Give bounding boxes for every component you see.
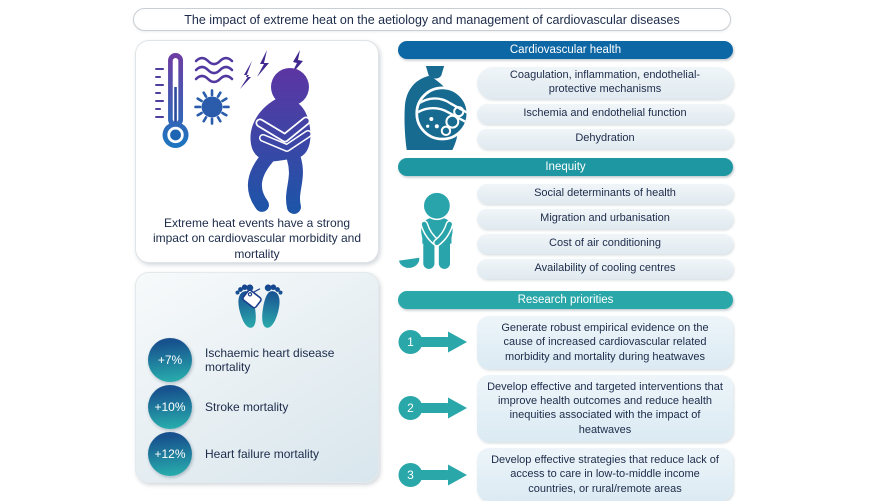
mortality-value-badge: +7% (148, 338, 192, 382)
priority-number: 2 (407, 401, 414, 416)
cardio-item: Coagulation, inflammation, endothelial-p… (477, 67, 733, 99)
cardiovascular-health-header: Cardiovascular health (398, 41, 733, 59)
toe-tag (242, 288, 262, 309)
number-arrow-icon (398, 330, 467, 355)
impact-caption: Extreme heat events have a strong impact… (152, 215, 362, 261)
inequity-item: Migration and urbanisation (477, 209, 733, 229)
heat-person-illustration (155, 49, 312, 214)
priority-1-marker: 1 (398, 329, 477, 355)
feet-tag-icon (235, 284, 283, 328)
priority-3-marker: 3 (398, 462, 477, 488)
person-chest-pain-figure (247, 67, 312, 214)
research-priority-row: 3 Develop effective strategies that redu… (398, 448, 733, 501)
mortality-value-badge: +12% (148, 432, 192, 476)
research-priority-row: 1 Generate robust empirical evidence on … (398, 316, 733, 369)
cardio-item: Ischemia and endothelial function (477, 103, 733, 124)
pain-bolts-icon (240, 49, 303, 89)
mortality-label: Stroke mortality (205, 400, 289, 414)
inequity-item: Social determinants of health (477, 184, 733, 204)
heat-waves-icon (194, 56, 234, 84)
mortality-value-badge: +10% (148, 385, 192, 429)
inequity-header: Inequity (398, 158, 733, 176)
mortality-card: +7% Ischaemic heart disease mortality +1… (135, 272, 379, 483)
mortality-label: Ischaemic heart disease mortality (205, 346, 335, 374)
page-title: The impact of extreme heat on the aetiol… (133, 8, 731, 31)
mortality-row: +10% Stroke mortality (148, 384, 370, 430)
begging-bowl (399, 257, 420, 268)
inequity-item: Cost of air conditioning (477, 234, 733, 254)
priority-text: Generate robust empirical evidence on th… (477, 316, 733, 369)
number-arrow-icon (398, 396, 467, 421)
torso-blood-icon (404, 66, 470, 150)
infographic-canvas: The impact of extreme heat on the aetiol… (133, 8, 733, 501)
research-priority-row: 2 Develop effective and targeted interve… (398, 374, 733, 443)
poverty-person-icon (399, 190, 454, 269)
right-column: Cardiovascular health (398, 41, 733, 501)
inequity-section: Social determinants of health Migration … (398, 184, 733, 279)
priority-2-marker: 2 (398, 395, 477, 421)
mortality-row: +12% Heart failure mortality (148, 431, 370, 477)
sun-icon (194, 89, 230, 125)
inequity-item: Availability of cooling centres (477, 259, 733, 279)
cardio-item: Dehydration (477, 128, 733, 149)
impact-card: Extreme heat events have a strong impact… (135, 40, 379, 263)
cardiovascular-section: Coagulation, inflammation, endothelial-p… (398, 66, 733, 150)
thermometer-icon (155, 52, 189, 148)
priority-text: Develop effective and targeted intervent… (477, 374, 733, 443)
mortality-row: +7% Ischaemic heart disease mortality (148, 337, 370, 383)
research-priorities-header: Research priorities (398, 291, 733, 309)
priority-text: Develop effective strategies that reduce… (477, 448, 733, 501)
priority-number: 1 (407, 335, 414, 350)
priority-number: 3 (407, 467, 414, 482)
number-arrow-icon (398, 462, 467, 487)
mortality-label: Heart failure mortality (205, 447, 320, 461)
